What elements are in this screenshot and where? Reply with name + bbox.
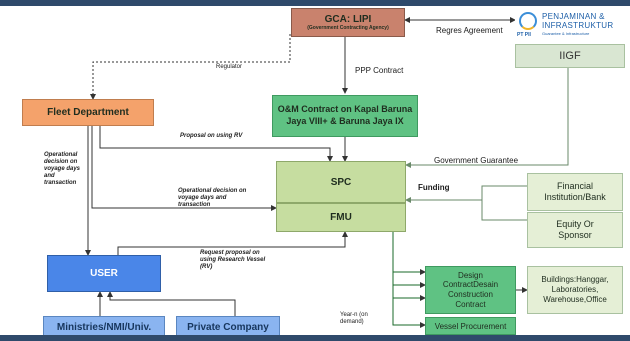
guarantee-label: Government Guarantee (434, 156, 519, 165)
bottom-border (0, 335, 630, 341)
design-line4: Contract (455, 299, 486, 309)
funding-label: Funding (418, 183, 450, 192)
fleet-label: Fleet Department (47, 107, 129, 118)
iigf-box: IIGF (515, 44, 625, 68)
om-contract-box: O&M Contract on Kapal Baruna Jaya VIII+ … (272, 95, 418, 137)
pii-logo-text: PT PII (517, 32, 531, 38)
funding-line (481, 185, 527, 221)
buildings-label: Buildings:Hanggar, Laboratories, Warehou… (541, 275, 609, 304)
vessel-procurement-box: Vessel Procurement (425, 317, 516, 335)
financial-label: Financial Institution/Bank (544, 180, 606, 202)
design-line2: ContractDesain (442, 280, 499, 290)
iigf-label: IIGF (559, 50, 581, 62)
spc-label: SPC (330, 176, 352, 188)
gca-subtitle: (Government Contracting Agency) (307, 25, 389, 31)
fleet-spc-line (99, 126, 333, 162)
equity-box: Equity Or Sponsor (527, 212, 623, 248)
fleet-fmu-line (91, 126, 277, 211)
fmu-box: FMU (276, 203, 406, 232)
design-line3: Construction (448, 290, 493, 299)
fmu-label: FMU (330, 212, 352, 223)
regulator-label: Regulator (216, 64, 243, 70)
fmu-down-line (392, 232, 426, 328)
request-label: Request proposal on using Research Vesse… (200, 250, 266, 270)
guarantee-line (405, 68, 569, 168)
buildings-box: Buildings:Hanggar, Laboratories, Warehou… (527, 266, 623, 314)
iigf-logo-line2: INFRASTRUKTUR (542, 21, 614, 30)
iigf-logo-line1: PENJAMINAN & (542, 12, 605, 21)
top-border (0, 0, 630, 6)
financial-box: Financial Institution/Bank (527, 173, 623, 211)
ppp-label: PPP Contract (355, 66, 404, 75)
design-contract-box: Design ContractDesain Construction Contr… (425, 266, 516, 314)
design-line1: Design (458, 270, 483, 280)
operational-label-left: Operational decision on voyage days and … (44, 152, 81, 186)
ministries-label: Ministries/NMI/Univ. (56, 321, 152, 333)
vessel-label: Vessel Procurement (434, 321, 507, 331)
private-label: Private Company (187, 321, 269, 333)
iigf-logo-line3: Guarantee & Infrastructure (542, 31, 590, 36)
operational-label-mid: Operational decision on voyage days and … (178, 188, 247, 208)
fleet-department-box: Fleet Department (22, 99, 154, 126)
regres-label: Regres Agreement (436, 26, 503, 35)
proposal-rv-label: Proposal on using RV (180, 133, 243, 139)
equity-label: Equity Or Sponsor (556, 218, 594, 240)
gca-title: GCA: LIPI (324, 14, 372, 25)
regulator-line (90, 34, 291, 100)
private-user-line (107, 291, 236, 316)
user-fmu-line (117, 231, 348, 255)
iigf-logo-area: PT PII PENJAMINAN & INFRASTRUKTUR Guaran… (515, 8, 625, 44)
user-label: USER (90, 268, 118, 279)
gca-box: GCA: LIPI (Government Contracting Agency… (291, 8, 405, 37)
user-box: USER (47, 255, 161, 292)
year-label: Year-n (on demand) (340, 312, 368, 325)
om-label: O&M Contract on Kapal Baruna Jaya VIII+ … (277, 104, 413, 126)
spc-box: SPC (276, 161, 406, 203)
pii-logo-mark (519, 12, 537, 30)
